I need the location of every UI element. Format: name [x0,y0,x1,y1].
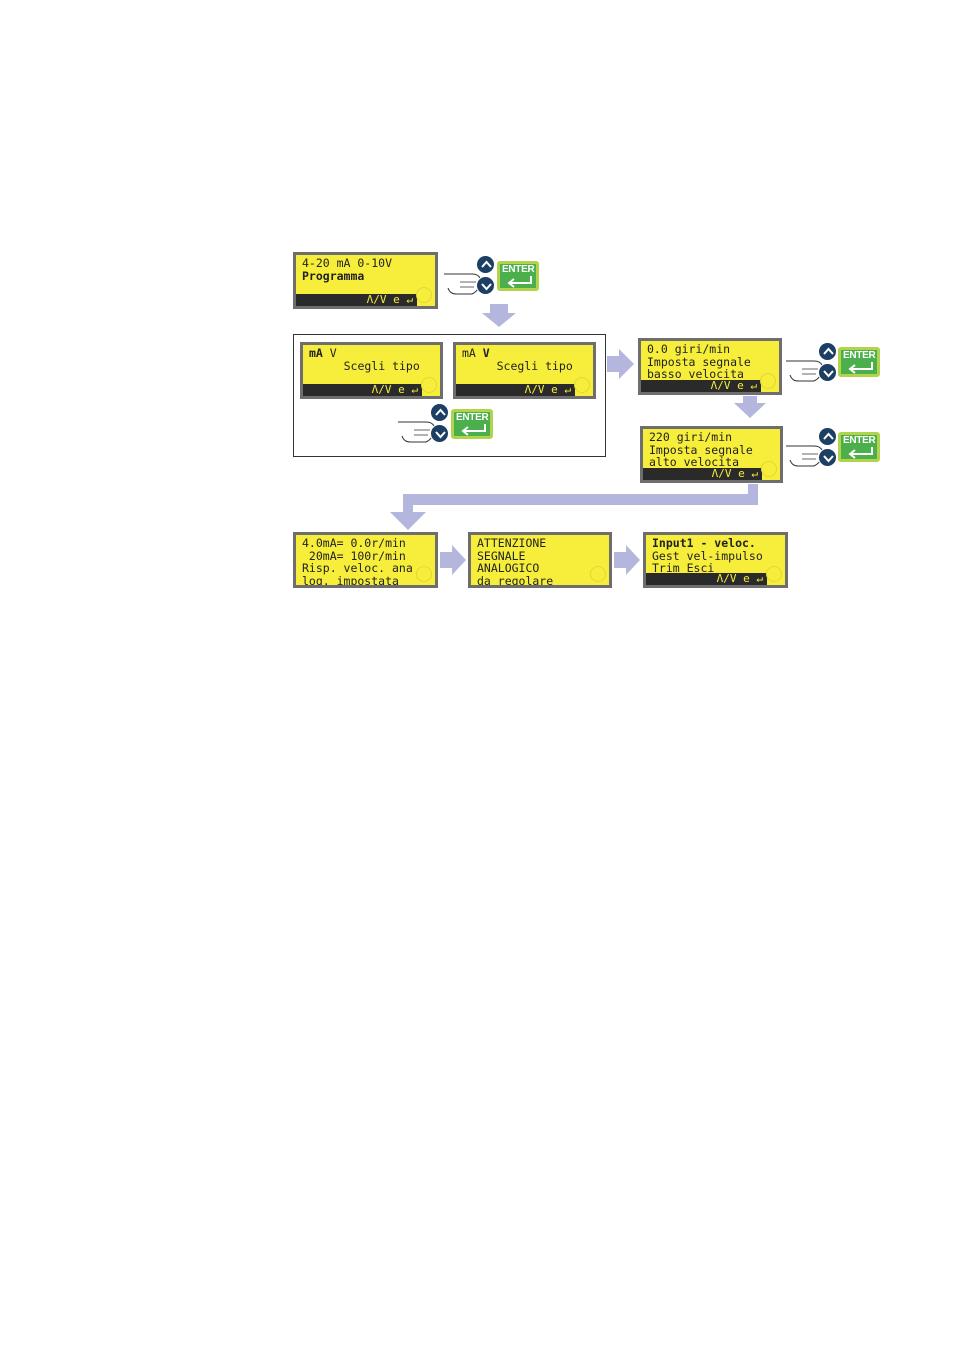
lcd-screen-high-speed: 220 giri/min Imposta segnale alto veloci… [640,426,783,483]
chevron-up-icon [823,432,834,440]
control-group-4: ENTER [784,426,884,474]
enter-button[interactable]: ENTER [838,347,880,377]
lcd-line: log. impostata [302,573,399,588]
enter-button[interactable]: ENTER [497,261,539,291]
lcd-screen-input1: Input1 - veloc. Gest vel-impulso Trim Es… [643,532,788,588]
chevron-down-icon [481,283,492,291]
lcd-line: Scegli tipo [462,358,573,373]
lcd-line: Scegli tipo [309,358,420,373]
up-button[interactable] [476,255,495,274]
return-arrow-icon [507,276,532,288]
lcd-knob-icon [416,566,432,582]
lcd-hint-bar: Λ/V e ↵ [641,380,761,392]
control-group-3: ENTER [784,341,884,389]
enter-button[interactable]: ENTER [451,409,493,439]
lcd-knob-icon [761,461,777,477]
lcd-knob-icon [766,566,782,582]
enter-label: ENTER [843,435,876,446]
down-button[interactable] [818,448,837,467]
up-button[interactable] [818,427,837,446]
lcd-line: 20mA= 100r/min [302,548,406,563]
arrow-right-2 [440,545,466,575]
lcd-screen-programma: 4-20 mA 0-10V Programma Λ/V e ↵ [293,252,438,309]
return-arrow-icon [848,362,873,374]
choice-frame [293,334,606,457]
up-button[interactable] [818,342,837,361]
lcd-line: basso velocita [647,367,744,382]
up-button[interactable] [430,403,449,422]
return-arrow-icon [848,447,873,459]
chevron-up-icon [481,260,492,268]
lcd-screen-attention: ATTENZIONE SEGNALE ANALOGICO da regolare [468,532,612,588]
lcd-line: alto velocita [649,455,740,470]
chevron-down-icon [823,370,834,378]
arrow-down-1 [482,304,516,327]
lcd-hint-bar: Λ/V e ↵ [456,384,575,396]
lcd-screen-low-speed: 0.0 giri/min Imposta segnale basso veloc… [638,338,782,395]
lcd-knob-icon [421,377,437,393]
chevron-up-icon [435,408,446,416]
lcd-line: Imposta segnale [649,442,753,457]
enter-label: ENTER [843,350,876,361]
lcd-line: Gest vel-impulso [652,548,763,563]
return-arrow-icon [461,424,486,436]
lcd-hint-bar: Λ/V e ↵ [303,384,422,396]
control-group-1: ENTER [442,254,542,302]
lcd-line: SEGNALE [477,548,526,563]
lcd-line: Input1 - veloc. [652,536,756,550]
lcd-line: ANALOGICO [477,561,540,576]
lcd-knob-icon [416,287,432,303]
lcd-line: Trim Esci [652,561,715,576]
lcd-line: 220 giri/min [649,430,733,444]
lcd-line: da regolare [477,573,554,588]
lcd-hint-bar: Λ/V e ↵ [296,294,417,306]
enter-button[interactable]: ENTER [838,432,880,462]
lcd-line: 4.0mA= 0.0r/min [302,536,406,550]
lcd-line: mA V [309,346,337,360]
down-button[interactable] [818,363,837,382]
down-button[interactable] [476,276,495,295]
lcd-screen-v-selected: mA V Scegli tipo Λ/V e ↵ [453,342,596,399]
down-button[interactable] [430,424,449,443]
lcd-screen-ma-selected: mA V Scegli tipo Λ/V e ↵ [300,342,443,399]
lcd-screen-response-set: 4.0mA= 0.0r/min 20mA= 100r/min Risp. vel… [293,532,438,588]
arrow-right-3 [614,545,640,575]
control-group-2: ENTER [396,402,496,450]
lcd-line: Programma [302,268,365,283]
chevron-down-icon [823,455,834,463]
lcd-line: 4-20 mA 0-10V [302,256,393,270]
lcd-line: ATTENZIONE [477,536,547,550]
lcd-line: mA V [462,346,490,360]
lcd-knob-icon [574,377,590,393]
lcd-knob-icon [760,373,776,389]
lcd-hint-bar: Λ/V e ↵ [643,468,762,480]
chevron-up-icon [823,347,834,355]
lcd-knob-icon [590,566,606,582]
arrow-right-1 [607,349,634,379]
enter-label: ENTER [456,412,489,423]
lcd-line: Risp. veloc. ana [302,561,413,576]
arrow-connector [390,484,758,530]
lcd-hint-bar: Λ/V e ↵ [646,573,767,585]
enter-label: ENTER [502,264,535,275]
lcd-line: 0.0 giri/min [647,342,731,356]
lcd-line: Imposta segnale [647,354,751,369]
chevron-down-icon [435,431,446,439]
arrow-down-2 [734,396,766,418]
